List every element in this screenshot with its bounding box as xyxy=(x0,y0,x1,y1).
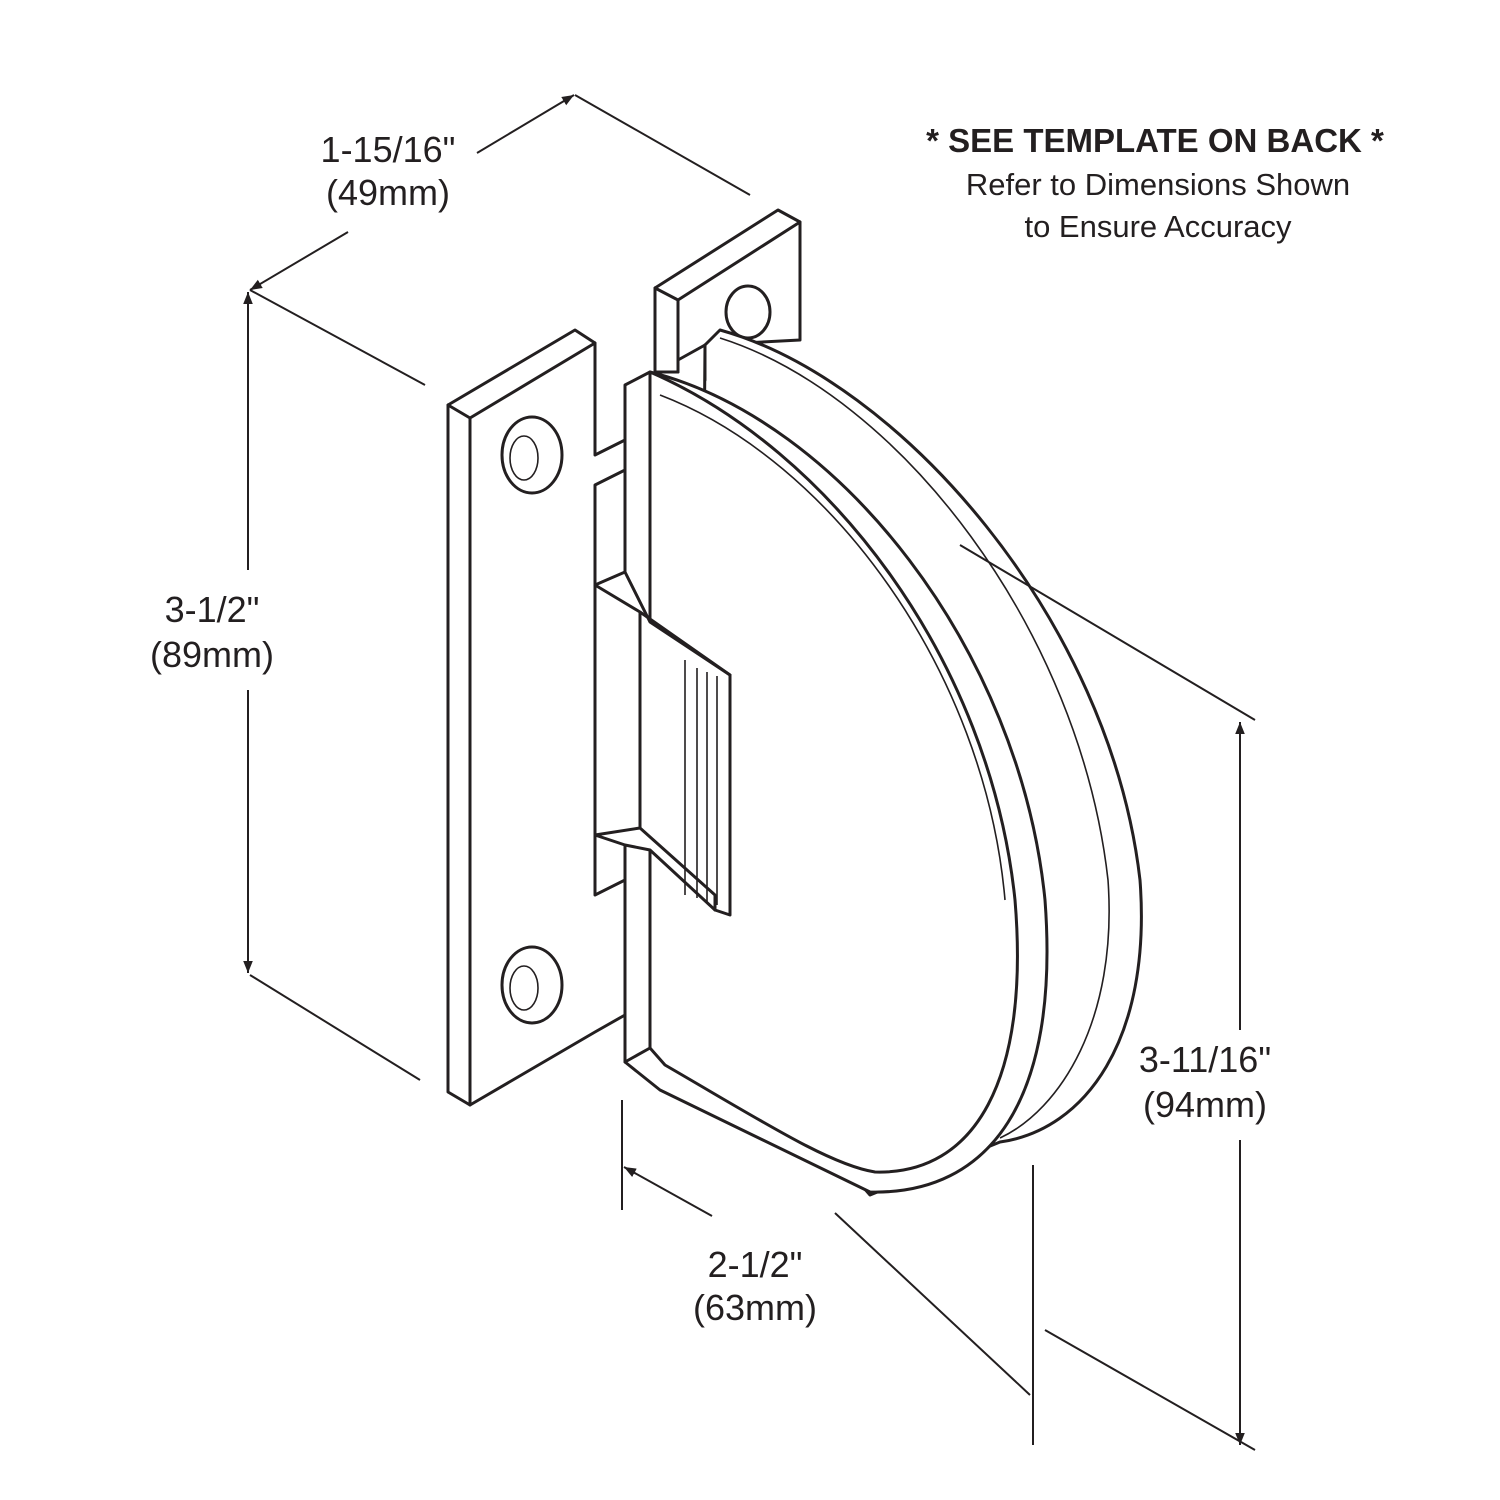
dimension-depth: 1-15/16" (49mm) xyxy=(249,94,751,386)
dimension-width: 2-1/2" (63mm) xyxy=(621,1100,1034,1445)
plate-height-imperial-label: 3-1/2" xyxy=(165,589,260,630)
width-imperial-label: 2-1/2" xyxy=(708,1244,803,1285)
body-height-metric-label: (94mm) xyxy=(1143,1084,1267,1125)
depth-metric-label: (49mm) xyxy=(326,172,450,213)
front-mounting-plate xyxy=(446,328,627,1107)
hinge-body-front xyxy=(623,370,1049,1194)
template-note: * SEE TEMPLATE ON BACK * Refer to Dimens… xyxy=(926,122,1384,244)
width-metric-label: (63mm) xyxy=(693,1287,817,1328)
top-screw-hole-icon xyxy=(500,415,564,495)
note-heading: * SEE TEMPLATE ON BACK * xyxy=(926,122,1384,159)
bottom-screw-hole-icon xyxy=(500,945,564,1025)
note-line-1: Refer to Dimensions Shown xyxy=(966,167,1350,202)
dimension-plate-height: 3-1/2" (89mm) xyxy=(150,292,421,1081)
plate-height-metric-label: (89mm) xyxy=(150,634,274,675)
depth-imperial-label: 1-15/16" xyxy=(321,129,456,170)
hinge-pivot-clamp xyxy=(593,570,732,917)
dimension-body-height: 3-11/16" (94mm) xyxy=(959,544,1271,1451)
body-height-imperial-label: 3-11/16" xyxy=(1139,1039,1271,1080)
note-line-2: to Ensure Accuracy xyxy=(1024,209,1292,244)
